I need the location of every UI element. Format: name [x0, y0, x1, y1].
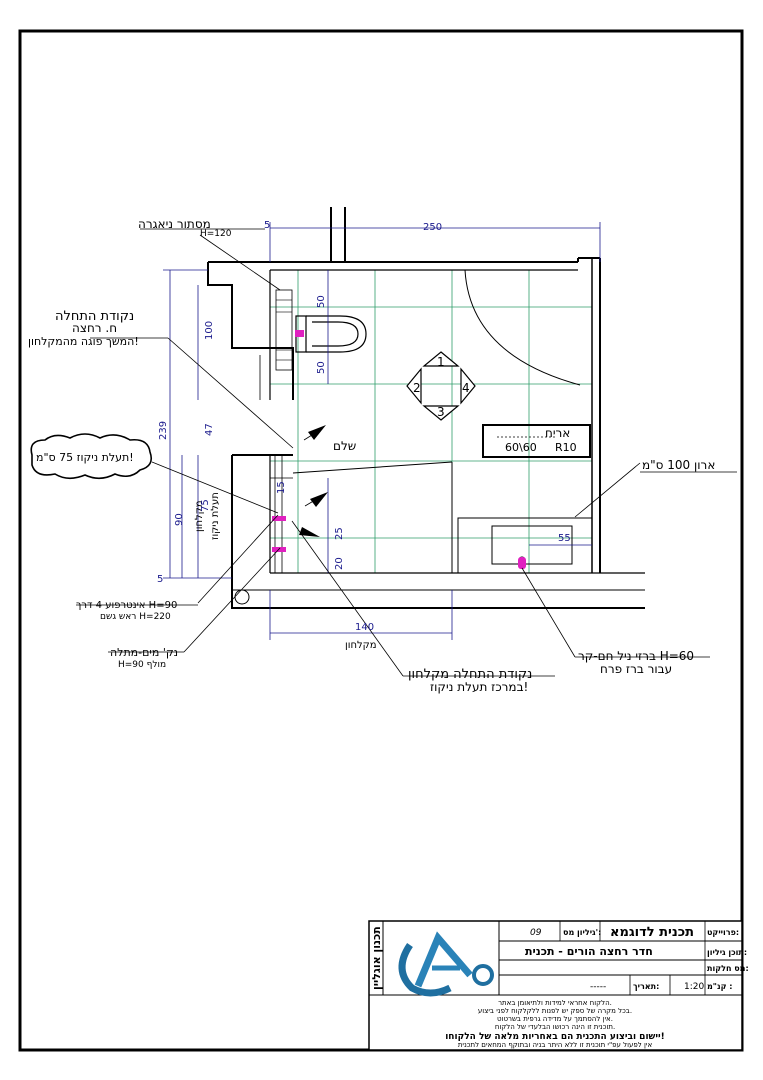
dim-140: 140 — [355, 622, 374, 633]
toilet-point-marker — [295, 330, 304, 337]
bathroom-plan — [30, 207, 737, 677]
faucet-label-1: ברזי ניל חם-קר H=60 — [578, 649, 694, 663]
shower-start-label-2: במרכז תעלת ניקוז! — [430, 680, 528, 694]
vertical-shower-label: מקלחון — [194, 500, 205, 532]
dim-5-top: 5 — [264, 220, 270, 231]
channel-cloud-bubble — [30, 433, 153, 480]
project-value: תכנית לדוגמא — [610, 925, 694, 940]
dimension-lines — [163, 222, 601, 640]
vertical-channel-label: תעלת ניקוז — [210, 492, 221, 540]
scale-label: קנ"מ : — [707, 982, 732, 991]
dim-5-bottom: 5 — [157, 574, 163, 585]
tile-label-3: R10 — [555, 441, 577, 454]
compass-num-4: 4 — [462, 381, 470, 395]
dim-250: 250 — [423, 222, 442, 233]
dim-55: 55 — [558, 533, 571, 544]
start-point-label-3: המשך פוגה מהמקלחון! — [28, 335, 139, 348]
niagara-height: H=120 — [200, 229, 232, 239]
dim-75: 75 — [200, 499, 211, 512]
customer-label: מס חלקות: — [707, 964, 749, 973]
note-last: אין לפעול עפ"י תוכנית זו ללא היתר בניה ו… — [458, 1041, 653, 1049]
dim-47: 47 — [204, 423, 215, 436]
note-line-1: הלקוח אחראי למידות ולתיאומן באתר. — [498, 999, 612, 1007]
sheet-value: 09 — [530, 928, 542, 938]
note-line-3: אין להסתמך על מדידה גרפית בשרטוט. — [497, 1015, 613, 1023]
shower-start-marker — [272, 516, 286, 521]
start-point-label-2: ח. רחצה — [72, 321, 117, 335]
tile-label-2: 60\60 — [505, 441, 537, 454]
channel-bubble-text: תעלת ניקוז 75 ס"מ! — [36, 451, 134, 464]
dim-90: 90 — [174, 513, 185, 526]
view-direction-compass — [406, 351, 476, 421]
shower-bottom-label: מקלחון — [345, 640, 377, 651]
faucet-label-2: עבור ברז פרח — [600, 662, 672, 676]
intercom-label-1: אינטרפוע 4 דרך H=90 — [76, 600, 177, 611]
title-block: תכנון אוגליין פרוייקט: תכנית לדוגמא גילי… — [368, 920, 749, 1051]
note-line-2: בכל מקרה של ספק יש לפנות ללקלקוח לפני בי… — [478, 1007, 632, 1015]
dim-239: 239 — [158, 421, 169, 440]
tile-label-1: אריח — [545, 426, 570, 440]
water-label-2: H=90 מולף — [118, 660, 166, 670]
arrowheads — [299, 425, 328, 537]
dim-50-b: 50 — [316, 361, 327, 374]
sheet-border — [18, 29, 744, 1052]
tile-spec-box — [482, 424, 591, 458]
toilet — [295, 315, 367, 353]
plan-value: חדר רחצה הורים - תכנית — [525, 945, 653, 958]
title-side-label: תכנון אוגליין — [370, 926, 383, 990]
date-value: ----- — [590, 982, 606, 992]
shalem-label: שלם — [333, 439, 356, 453]
dim-100: 100 — [204, 321, 215, 340]
company-logo — [398, 931, 494, 997]
niagara-label: מסתור ניאגרה — [138, 217, 211, 231]
shower-start-label-1: נקודת התחלה מקלחון — [408, 667, 532, 682]
plan-labels: מסתור ניאגרה H=120 נקודת התחלה ח. רחצה ה… — [28, 217, 715, 694]
compass-num-1: 1 — [437, 355, 445, 369]
cabinet-label: ארון 100 ס"מ — [642, 458, 715, 472]
dim-20: 20 — [334, 557, 345, 570]
dim-25: 25 — [334, 527, 345, 540]
date-label: תאריך: — [633, 982, 659, 991]
tile-grid — [270, 270, 592, 573]
note-line-4: תוכנית זו הינה רכושו הבלעדי של הלקוח. — [495, 1023, 615, 1031]
compass-num-3: 3 — [437, 405, 445, 419]
intercom-label-2: ראש גשם H=220 — [100, 612, 171, 622]
leader-lines — [76, 228, 737, 677]
faucet-marker — [518, 557, 526, 569]
dim-50-a: 50 — [316, 295, 327, 308]
note-bold: יישום וביצוע התכנית הם באחריות מלאה של ה… — [445, 1032, 665, 1042]
scale-value: 1:20 — [684, 982, 704, 992]
start-point-label-1: נקודת התחלה — [55, 309, 134, 324]
water-label-1: נק' מים-מתלה — [110, 646, 178, 659]
sheet-label: גיליון מס': — [563, 928, 601, 937]
compass-num-2: 2 — [413, 381, 421, 395]
project-label: פרוייקט: — [707, 928, 739, 937]
plan-label: תוכן גיליון: — [707, 948, 747, 957]
dim-15: 15 — [276, 481, 287, 494]
